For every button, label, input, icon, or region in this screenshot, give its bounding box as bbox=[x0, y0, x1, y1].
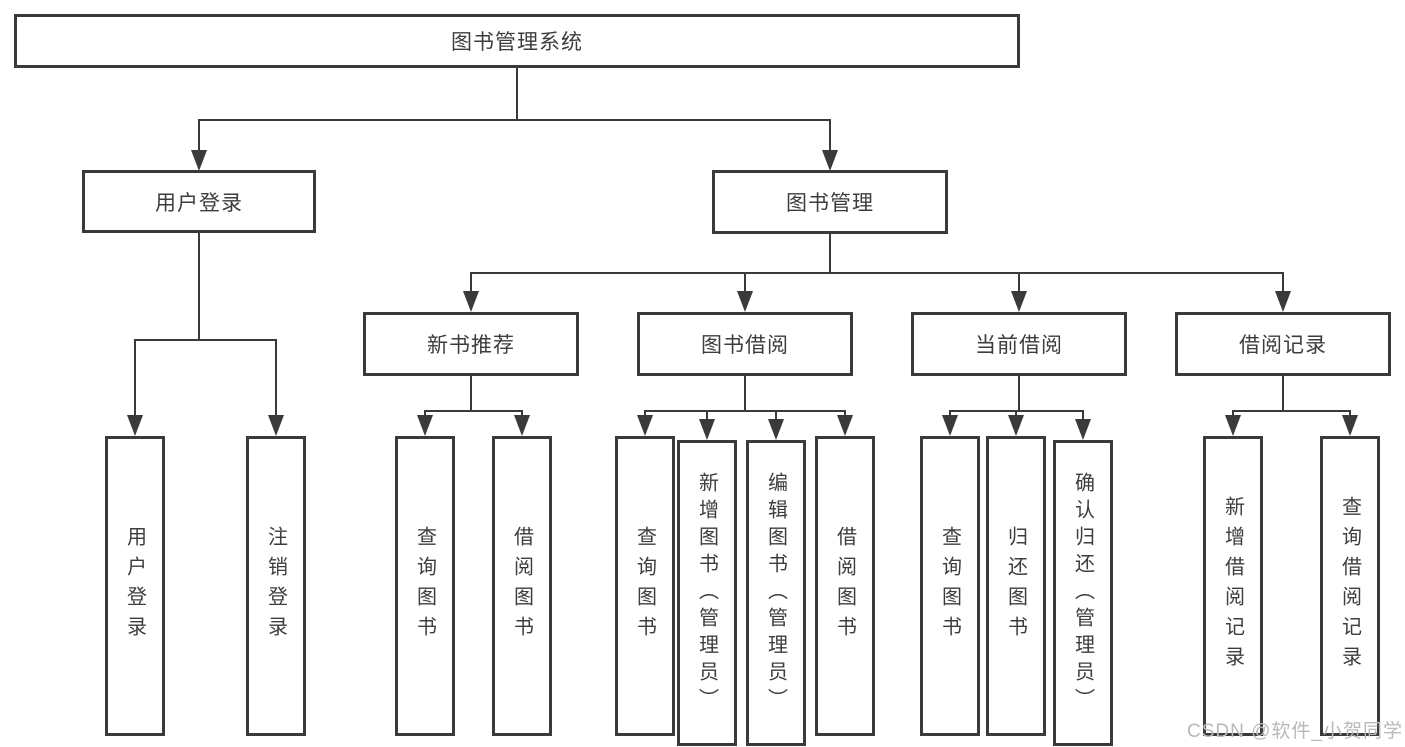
watermark: CSDN @软件_小贺同学 bbox=[1187, 721, 1403, 742]
node-label: 注销登录 bbox=[264, 526, 287, 646]
node-borrowing-records: 借阅记录 bbox=[1175, 312, 1391, 376]
connector-vline bbox=[744, 272, 746, 296]
node-library-management-system: 图书管理系统 bbox=[14, 14, 1020, 68]
node-label: 新增借阅记录 bbox=[1221, 496, 1244, 676]
arrow-down-icon bbox=[1008, 415, 1024, 436]
connector-vline bbox=[470, 272, 472, 296]
leaf-logout: 注销登录 bbox=[246, 436, 306, 736]
node-label: 用户登录 bbox=[155, 191, 243, 215]
arrow-down-icon bbox=[1011, 291, 1027, 312]
leaf-edit-book-admin: 编辑图书（管理员） bbox=[746, 440, 806, 746]
node-label: 借阅图书 bbox=[833, 526, 856, 646]
arrow-down-icon bbox=[822, 150, 838, 171]
connector-vline bbox=[829, 234, 831, 274]
arrow-down-icon bbox=[1225, 415, 1241, 436]
node-label: 用户登录 bbox=[123, 526, 146, 646]
connector-hline bbox=[424, 410, 523, 412]
connector-hline bbox=[644, 410, 846, 412]
leaf-query-books-borrowing: 查询图书 bbox=[615, 436, 675, 736]
node-label: 查询图书 bbox=[633, 526, 656, 646]
node-current-borrowing: 当前借阅 bbox=[911, 312, 1127, 376]
arrow-down-icon bbox=[942, 415, 958, 436]
node-label: 确认归还（管理员） bbox=[1071, 471, 1094, 715]
node-label: 新书推荐 bbox=[427, 334, 515, 357]
connector-vline bbox=[829, 119, 831, 153]
arrow-down-icon bbox=[127, 415, 143, 436]
connector-vline bbox=[775, 410, 777, 420]
connector-vline bbox=[1282, 376, 1284, 412]
connector-vline bbox=[1018, 376, 1020, 412]
connector-vline bbox=[1018, 272, 1020, 296]
connector-vline bbox=[1082, 410, 1084, 420]
arrow-down-icon bbox=[1075, 419, 1091, 440]
arrow-down-icon bbox=[1342, 415, 1358, 436]
connector-hline bbox=[470, 272, 1284, 274]
arrow-down-icon bbox=[463, 291, 479, 312]
leaf-return-books: 归还图书 bbox=[986, 436, 1046, 736]
leaf-query-borrow-record: 查询借阅记录 bbox=[1320, 436, 1380, 736]
arrow-down-icon bbox=[1275, 291, 1291, 312]
node-label: 图书管理 bbox=[786, 192, 874, 215]
arrow-down-icon bbox=[417, 415, 433, 436]
connector-vline bbox=[134, 339, 136, 418]
node-label: 归还图书 bbox=[1004, 526, 1027, 646]
leaf-query-books-current: 查询图书 bbox=[920, 436, 980, 736]
leaf-user-login: 用户登录 bbox=[105, 436, 165, 736]
arrow-down-icon bbox=[514, 415, 530, 436]
leaf-borrow-books-recommend: 借阅图书 bbox=[492, 436, 552, 736]
node-label: 图书借阅 bbox=[701, 334, 789, 357]
arrow-down-icon bbox=[699, 419, 715, 440]
node-book-borrowing: 图书借阅 bbox=[637, 312, 853, 376]
leaf-add-book-admin: 新增图书（管理员） bbox=[677, 440, 737, 746]
arrow-down-icon bbox=[637, 415, 653, 436]
arrow-down-icon bbox=[837, 415, 853, 436]
leaf-query-books-recommend: 查询图书 bbox=[395, 436, 455, 736]
connector-vline bbox=[706, 410, 708, 420]
node-label: 当前借阅 bbox=[975, 334, 1063, 357]
leaf-confirm-return-admin: 确认归还（管理员） bbox=[1053, 440, 1113, 746]
connector-vline bbox=[744, 376, 746, 412]
connector-vline bbox=[516, 68, 518, 121]
connector-vline bbox=[198, 233, 200, 341]
node-label: 编辑图书（管理员） bbox=[764, 471, 787, 715]
node-label: 查询借阅记录 bbox=[1338, 496, 1361, 676]
arrow-down-icon bbox=[768, 419, 784, 440]
arrow-down-icon bbox=[268, 415, 284, 436]
node-book-management: 图书管理 bbox=[712, 170, 948, 234]
arrow-down-icon bbox=[737, 291, 753, 312]
node-label: 借阅图书 bbox=[510, 526, 533, 646]
node-label: 查询图书 bbox=[938, 526, 961, 646]
node-label: 借阅记录 bbox=[1239, 334, 1327, 357]
connector-vline bbox=[198, 119, 200, 153]
node-label: 图书管理系统 bbox=[451, 31, 583, 54]
connector-hline bbox=[198, 119, 831, 121]
connector-hline bbox=[134, 339, 277, 341]
arrow-down-icon bbox=[191, 150, 207, 171]
node-label: 查询图书 bbox=[413, 526, 436, 646]
node-label: 新增图书（管理员） bbox=[695, 471, 718, 715]
leaf-add-borrow-record: 新增借阅记录 bbox=[1203, 436, 1263, 736]
node-user-login: 用户登录 bbox=[82, 170, 316, 233]
connector-hline bbox=[1232, 410, 1351, 412]
node-new-book-recommendation: 新书推荐 bbox=[363, 312, 579, 376]
connector-vline bbox=[275, 339, 277, 418]
connector-vline bbox=[470, 376, 472, 412]
connector-vline bbox=[1282, 272, 1284, 296]
leaf-borrow-books-borrowing: 借阅图书 bbox=[815, 436, 875, 736]
